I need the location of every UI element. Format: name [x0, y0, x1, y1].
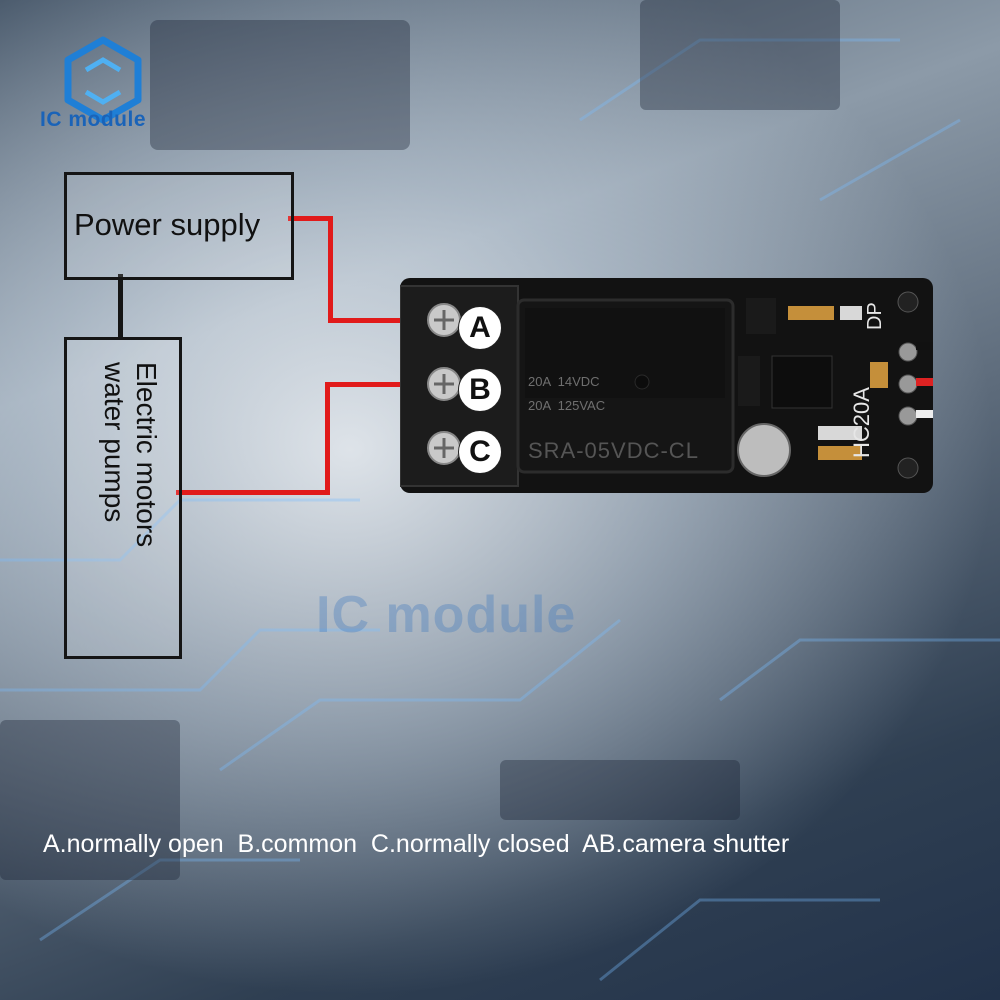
- power-supply-box: [64, 172, 294, 280]
- relay-model: SRA-05VDC-CL: [528, 438, 699, 463]
- load-wire-h2: [325, 382, 444, 387]
- ic-module-logo-icon: [64, 36, 142, 124]
- terminal-c-label: C: [458, 430, 502, 474]
- power-supply-label: Power supply: [74, 207, 261, 242]
- load-wire-h1: [176, 490, 330, 495]
- box-link: [118, 274, 123, 337]
- power-wire-h1: [288, 216, 332, 221]
- brand-watermark: IC module: [316, 586, 577, 644]
- board-dp-marking: DP: [864, 302, 886, 330]
- load-box: [64, 337, 182, 659]
- brand-logo-text: IC module: [40, 108, 147, 131]
- load-label: Electric motors water pumps: [99, 362, 162, 548]
- terminal-legend-caption: A.normally open B.common C.normally clos…: [43, 830, 790, 858]
- power-wire-h2: [328, 318, 444, 323]
- terminal-a-label: A: [458, 306, 502, 350]
- power-wire-v: [328, 216, 333, 322]
- relay-rating-dc: 20A 14VDC: [528, 374, 600, 389]
- load-wire-v: [325, 384, 330, 495]
- relay-rating-ac: 20A 125VAC: [528, 398, 606, 413]
- board-model-marking: HC20A: [849, 387, 874, 458]
- terminal-b-label: B: [458, 368, 502, 412]
